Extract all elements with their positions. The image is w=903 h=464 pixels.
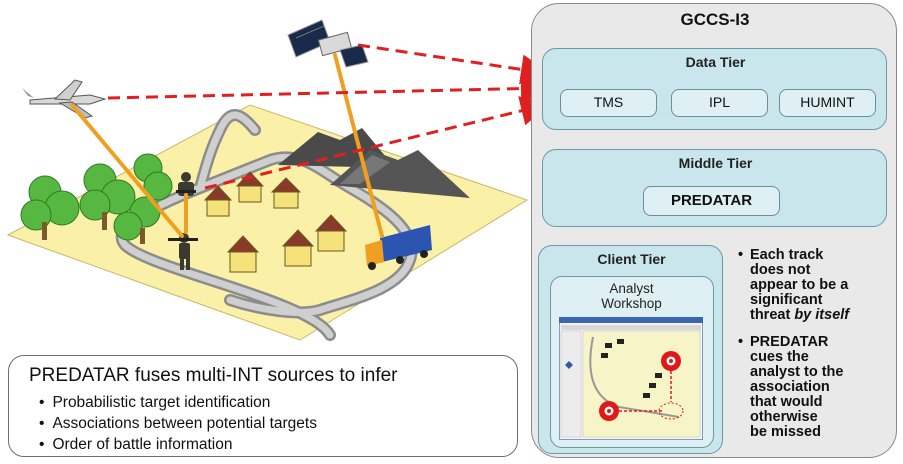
middle-tier-title: Middle Tier — [678, 155, 753, 171]
info-item-1: Probabilistic target identification — [39, 394, 270, 412]
workshop-label-line2: Workshop — [601, 296, 662, 311]
emphasis-text: by itself — [794, 307, 850, 323]
info-item-3: Order of battle information — [39, 436, 232, 454]
trees — [20, 153, 173, 244]
info-item-2: Associations between potential targets — [39, 415, 317, 433]
data-link-arrows — [107, 43, 551, 190]
client-tier-title: Client Tier — [597, 251, 666, 267]
analysis-notes: Each track does not appear to be a signi… — [736, 248, 903, 452]
middle-tier: Middle Tier PREDATAR — [542, 149, 887, 227]
data-tier-title: Data Tier — [685, 54, 746, 70]
workshop-screenshot — [559, 317, 703, 440]
source-ipl: IPL — [671, 89, 768, 117]
client-tier: Client Tier Analyst Workshop — [538, 245, 723, 454]
gccs-i3-panel: GCCS-I3 Data Tier TMS IPL HUMINT Middle … — [531, 3, 897, 458]
panel-title: GCCS-I3 — [680, 10, 750, 29]
note-predatar-cues: PREDATAR cues the analyst to the associa… — [736, 335, 903, 440]
info-box: PREDATAR fuses multi-INT sources to infe… — [8, 355, 518, 457]
analyst-workshop: Analyst Workshop — [550, 276, 714, 448]
info-title: PREDATAR fuses multi-INT sources to infe… — [29, 365, 398, 386]
truck — [365, 225, 432, 270]
uav-drone — [22, 79, 107, 119]
scene-illustration — [6, 19, 551, 341]
workshop-label-line1: Analyst — [609, 281, 654, 296]
note-each-track: Each track does not appear to be a signi… — [736, 248, 903, 323]
source-tms: TMS — [560, 89, 657, 117]
satellite — [287, 19, 369, 68]
houses — [203, 171, 348, 273]
predatar-component: PREDATAR — [643, 186, 780, 216]
soldier-figures — [168, 172, 198, 270]
data-tier: Data Tier TMS IPL HUMINT — [542, 48, 887, 130]
source-humint: HUMINT — [779, 89, 876, 117]
sensor-lines — [70, 53, 384, 238]
